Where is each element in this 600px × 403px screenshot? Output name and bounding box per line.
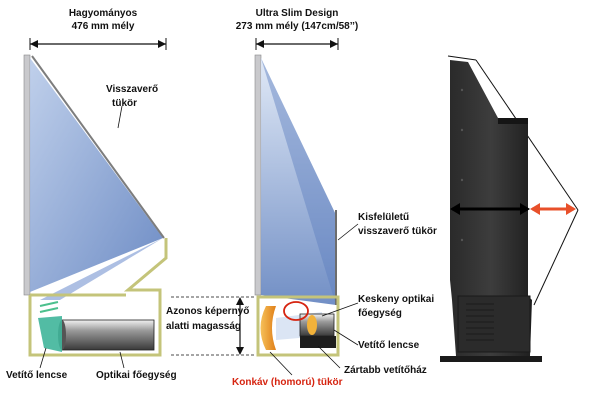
slim-engine-label-2: főegység — [358, 308, 402, 319]
slim-mirror-beam — [261, 58, 336, 305]
trad-depth-label: 476 mm mély — [71, 21, 135, 32]
height-label-1: Azonos képernyő — [166, 306, 250, 317]
slim-tv — [254, 38, 359, 376]
trad-optical-engine — [61, 319, 155, 351]
slim-screen — [254, 54, 262, 296]
trad-lens — [38, 316, 62, 352]
trad-screen — [23, 54, 31, 296]
trad-depth-arrow-right — [158, 40, 166, 48]
slim-highlight-circle — [283, 301, 309, 321]
trad-engine-label: Optikai főegység — [96, 370, 177, 381]
tv-base — [440, 356, 542, 362]
slim-depth-label: 273 mm mély (147cm/58’’) — [235, 21, 359, 32]
traditional-tv — [23, 38, 168, 369]
slim-title: Ultra Slim Design — [255, 8, 339, 19]
trad-projection-beam — [40, 238, 163, 300]
slim-cabinet — [256, 295, 340, 357]
slim-housing — [300, 336, 336, 348]
slim-lens-label: Vetítő lencse — [358, 340, 420, 351]
slim-concave-mirror — [260, 306, 276, 350]
trad-depth-arrow-left — [30, 40, 38, 48]
trad-mirror-label-1: Visszaverő — [106, 84, 159, 95]
slim-mirror-label-1: Kisfelületű — [358, 212, 410, 223]
height-indicator — [171, 296, 256, 356]
slim-housing-label: Zártabb vetítőház — [344, 365, 427, 376]
trad-lens-label: Vetítő lencse — [6, 370, 68, 381]
trad-title: Hagyományos — [68, 8, 138, 19]
trad-mirror-label-2: tükör — [112, 98, 137, 109]
trad-mirror-beam — [30, 58, 163, 292]
slim-engine-label-1: Keskeny optikai — [358, 294, 435, 305]
slim-concave-label: Konkáv (homorú) tükör — [232, 377, 343, 388]
trad-mirror — [31, 55, 165, 239]
height-label-2: alatti magasság — [166, 321, 242, 332]
trad-cabinet — [28, 238, 168, 357]
slim-mirror-label-2: visszaverő tükör — [358, 226, 437, 237]
tv-side-view — [440, 55, 579, 362]
